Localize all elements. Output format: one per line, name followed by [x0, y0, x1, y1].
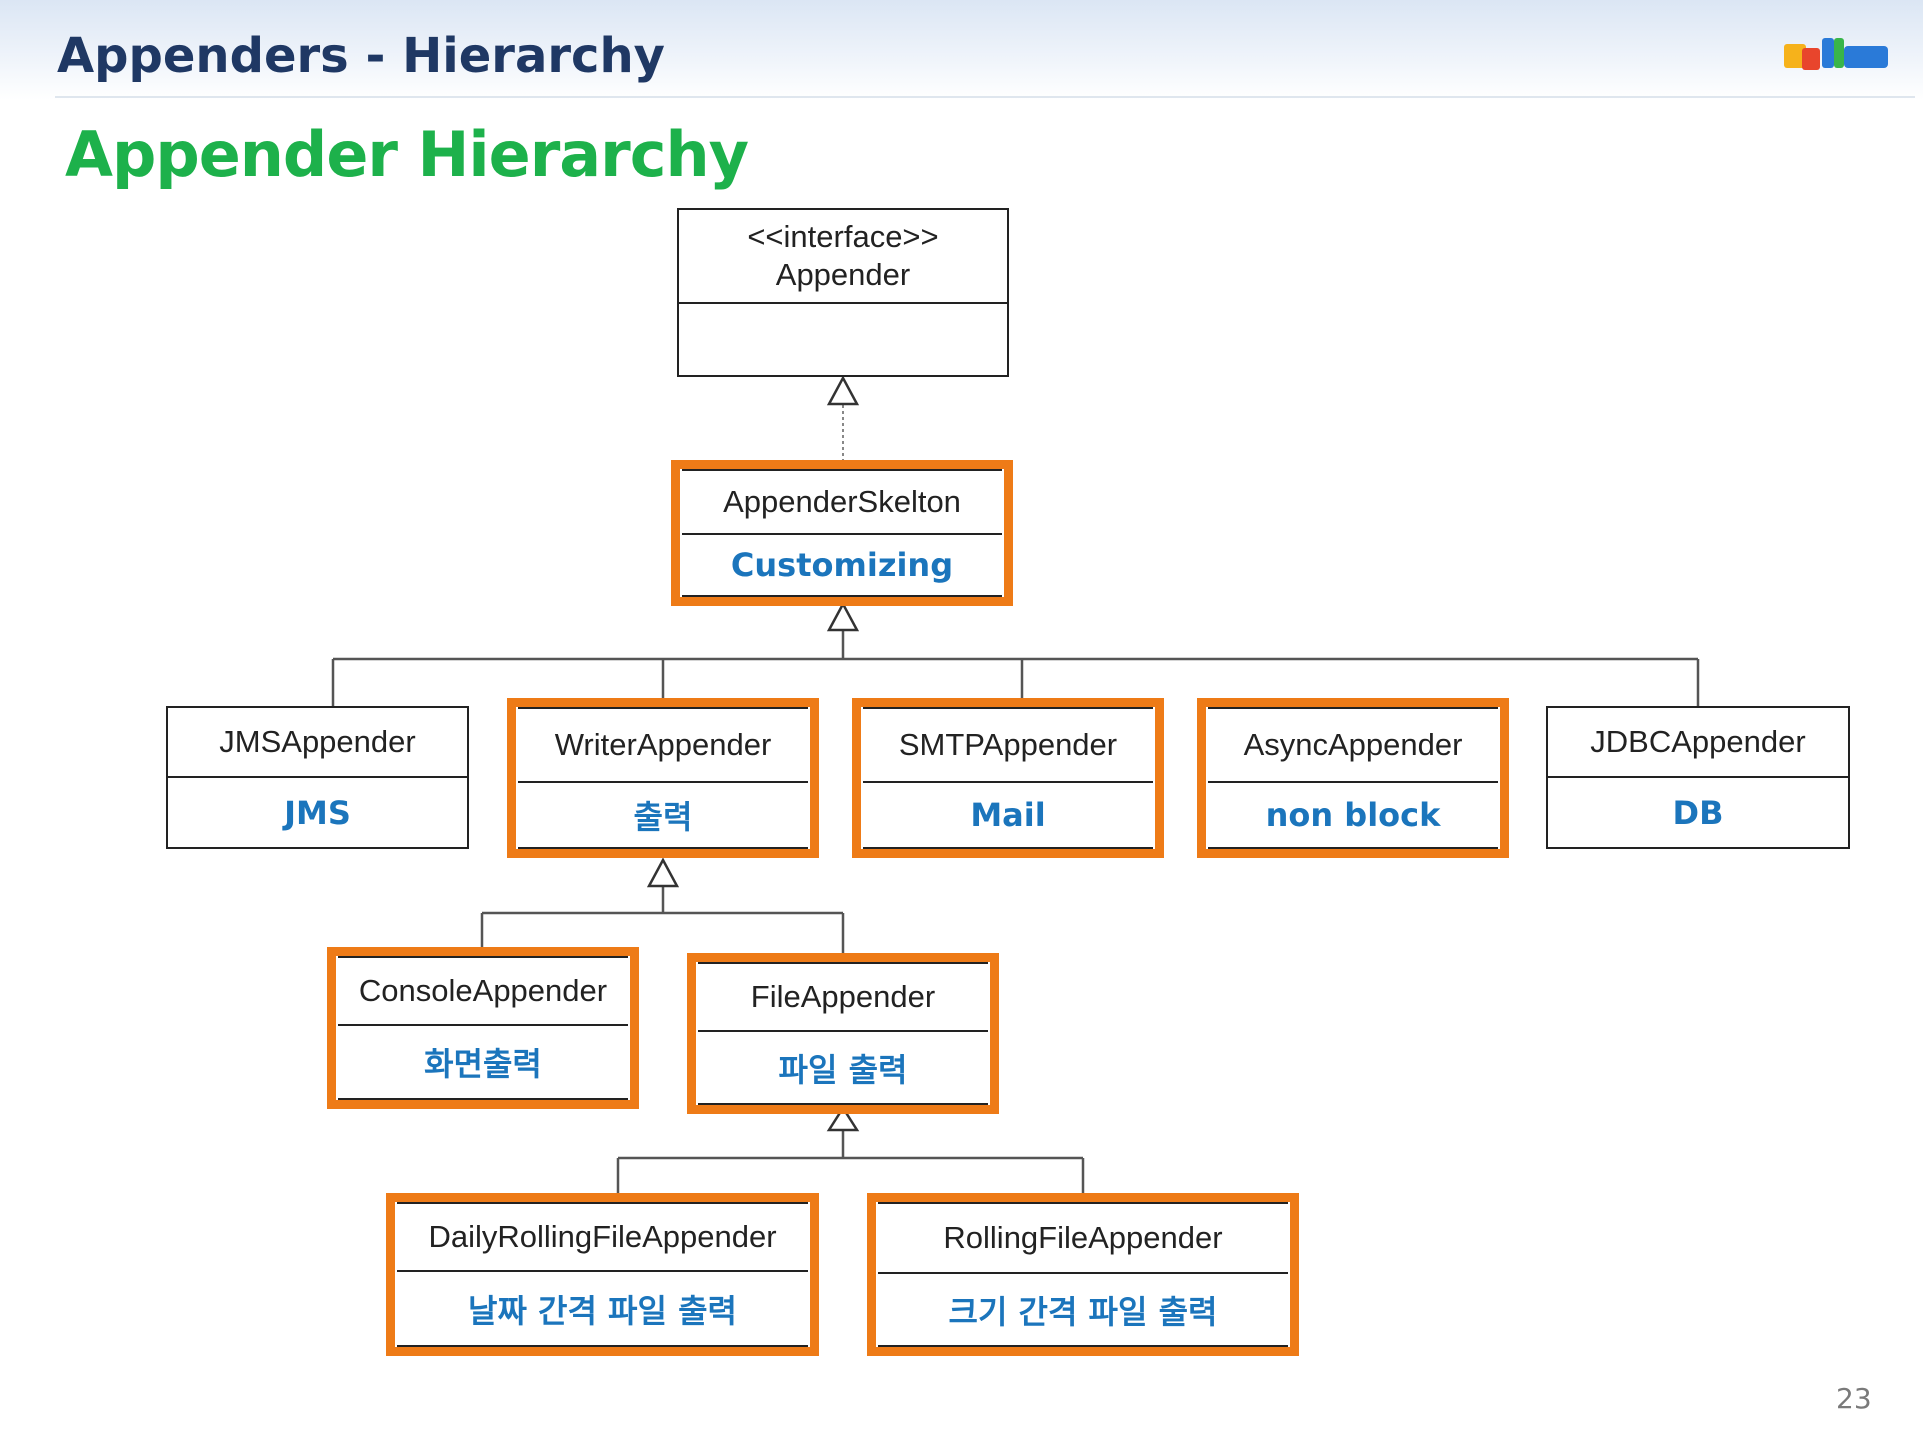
dalim-logo: [1784, 38, 1888, 70]
uml-class-async-appender: AsyncAppender non block: [1197, 698, 1509, 858]
class-name: SMTPAppender: [863, 709, 1153, 783]
uml-class-smtp-appender: SMTPAppender Mail: [852, 698, 1164, 858]
class-description: 파일 출력: [778, 1050, 908, 1089]
generalization-arrowhead: [826, 1105, 860, 1132]
interface-stereotype: <<interface>>: [747, 219, 939, 254]
class-description: 출력: [633, 798, 693, 836]
class-description: JMS: [284, 793, 351, 832]
uml-class-writer-appender: WriterAppender 출력: [507, 698, 819, 858]
class-description: 크기 간격 파일 출력: [948, 1292, 1218, 1331]
uml-class-appender-skelton: AppenderSkelton Customizing: [671, 460, 1013, 606]
class-name: AppenderSkelton: [682, 471, 1002, 535]
class-name: ConsoleAppender: [338, 958, 628, 1026]
class-description: Customizing: [730, 546, 954, 584]
class-description: 화면출력: [424, 1045, 542, 1083]
class-description: Mail: [970, 796, 1046, 834]
interface-name: Appender: [775, 257, 911, 292]
page-title: Appenders - Hierarchy: [57, 28, 665, 84]
generalization-arrowhead: [646, 857, 680, 888]
interface-header: <<interface>> Appender: [679, 210, 1007, 304]
class-name: RollingFileAppender: [878, 1204, 1288, 1274]
class-name: FileAppender: [698, 964, 988, 1032]
class-name: JDBCAppender: [1548, 708, 1848, 778]
uml-interface-appender: <<interface>> Appender: [677, 208, 1009, 377]
class-description: DB: [1672, 793, 1724, 832]
class-name: JMSAppender: [168, 708, 467, 778]
header-band: [0, 0, 1923, 100]
uml-class-rolling-file-appender: RollingFileAppender 크기 간격 파일 출력: [867, 1193, 1299, 1356]
uml-class-jms-appender: JMSAppender JMS: [166, 706, 469, 849]
class-description: non block: [1265, 796, 1441, 834]
class-description: 날짜 간격 파일 출력: [468, 1291, 737, 1330]
class-name: DailyRollingFileAppender: [397, 1204, 808, 1272]
class-name: WriterAppender: [518, 709, 808, 783]
section-heading: Appender Hierarchy: [65, 118, 749, 191]
header-divider: [55, 96, 1915, 98]
generalization-arrowhead: [826, 601, 860, 632]
uml-class-daily-rolling-file-appender: DailyRollingFileAppender 날짜 간격 파일 출력: [386, 1193, 819, 1356]
page-number: 23: [1836, 1382, 1872, 1415]
class-name: AsyncAppender: [1208, 709, 1498, 783]
uml-class-jdbc-appender: JDBCAppender DB: [1546, 706, 1850, 849]
uml-class-console-appender: ConsoleAppender 화면출력: [327, 947, 639, 1109]
realization-arrowhead: [826, 375, 860, 406]
uml-class-file-appender: FileAppender 파일 출력: [687, 953, 999, 1114]
